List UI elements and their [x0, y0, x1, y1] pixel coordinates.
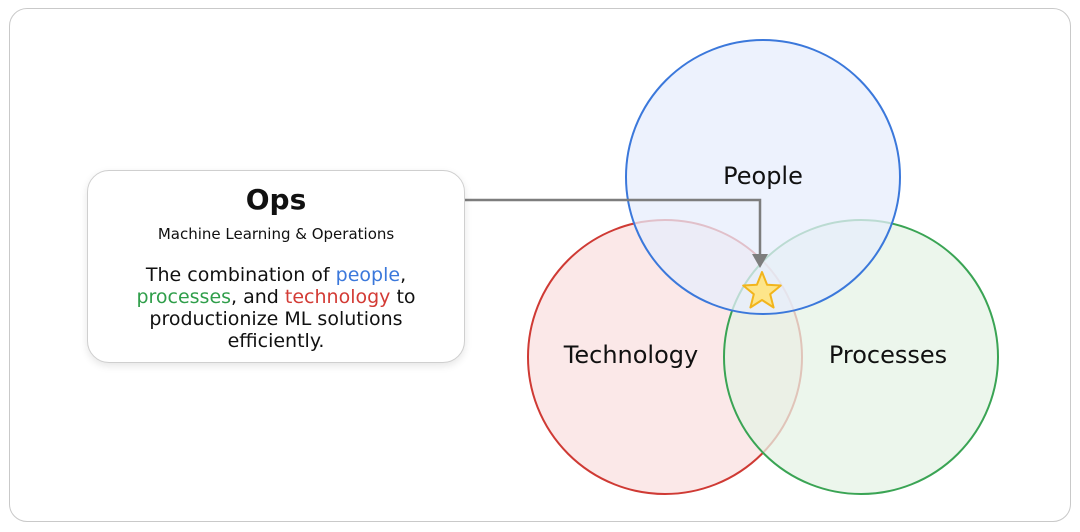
ops-callout-card: Ops Machine Learning & Operations The co…	[87, 170, 465, 363]
connector-arrowhead	[752, 254, 768, 268]
desc-sep2: , and	[231, 286, 285, 308]
callout-description: The combination of people, processes, an…	[108, 264, 444, 352]
people-label: People	[723, 162, 803, 190]
technology-label: Technology	[563, 341, 698, 369]
desc-suffix: to productionize ML solutions efficientl…	[149, 286, 416, 352]
callout-subtitle: Machine Learning & Operations	[157, 225, 395, 243]
callout-title: Ops	[245, 183, 307, 216]
desc-people: people	[335, 264, 401, 286]
processes-label: Processes	[829, 341, 947, 369]
desc-sep1: ,	[400, 264, 407, 286]
desc-technology: technology	[284, 286, 391, 308]
people-circle	[625, 39, 901, 315]
desc-prefix: The combination of	[145, 264, 336, 286]
star-icon	[742, 271, 782, 309]
desc-processes: processes	[136, 286, 232, 308]
